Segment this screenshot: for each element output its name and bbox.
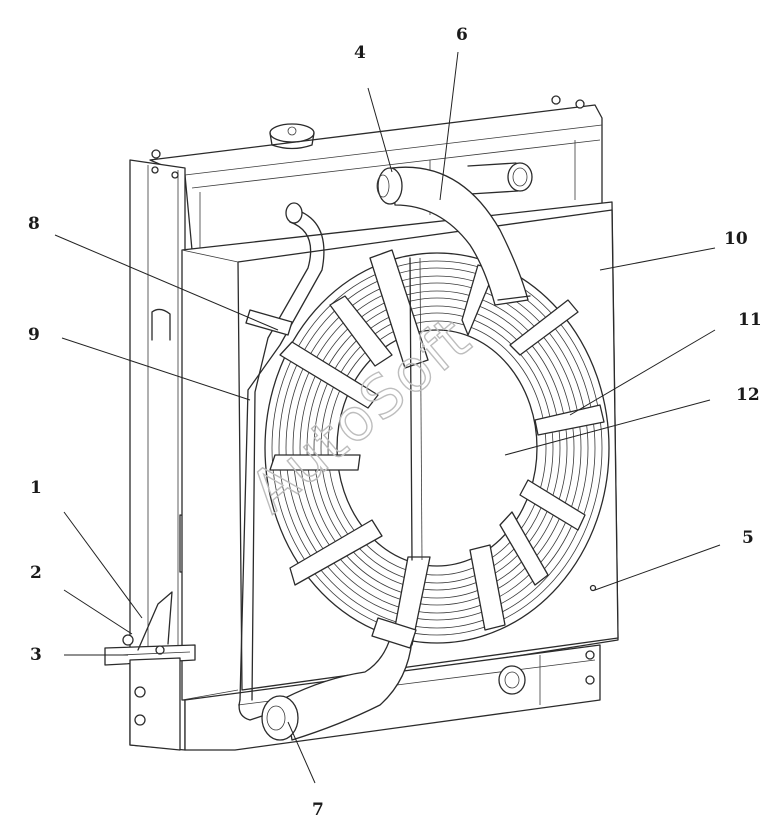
callout-4: 4 — [354, 43, 366, 63]
ring-clamps — [269, 249, 605, 646]
callout-3: 3 — [30, 645, 42, 665]
callout-1: 1 — [30, 478, 42, 498]
callout-5: 5 — [742, 528, 754, 548]
callout-8: 8 — [28, 214, 40, 234]
callout-10: 10 — [724, 229, 748, 249]
callout-11: 11 — [738, 310, 762, 330]
upper-hose — [376, 166, 531, 306]
lower-hose — [238, 617, 417, 741]
callouts: 1 2 3 4 5 6 7 8 9 10 11 12 — [28, 25, 762, 820]
lower-bracket — [104, 591, 196, 751]
callout-2: 2 — [30, 563, 42, 583]
callout-6: 6 — [456, 25, 468, 45]
callout-9: 9 — [28, 325, 40, 345]
callout-7: 7 — [312, 800, 324, 820]
thin-pipe — [239, 202, 325, 701]
callout-12: 12 — [736, 385, 760, 405]
leader-lines — [54, 51, 721, 784]
coil-ring — [264, 252, 610, 644]
